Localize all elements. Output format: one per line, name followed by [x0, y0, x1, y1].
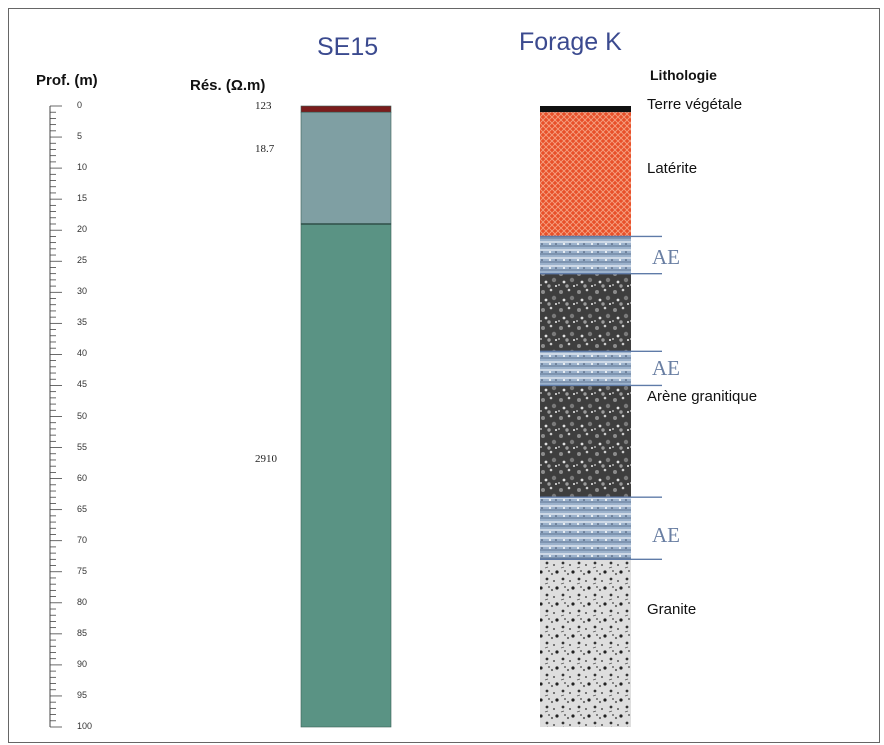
depth-tick-label: 65 — [77, 503, 88, 514]
lithology-layer — [540, 106, 631, 113]
depth-tick-label: 35 — [77, 317, 88, 328]
resistivity-layer — [300, 105, 392, 113]
depth-tick-label: 85 — [77, 627, 88, 638]
depth-tick-label: 0 — [77, 100, 83, 110]
depth-tick-label: 10 — [77, 162, 88, 173]
depth-tick-label: 45 — [77, 379, 88, 390]
resistivity-value: 2910 — [255, 453, 277, 466]
depth-tick-label: 25 — [77, 255, 88, 266]
depth-tick-label: 5 — [77, 131, 83, 142]
aquifer-label: AE — [652, 356, 680, 380]
resistivity-value: 123 — [255, 100, 272, 112]
depth-tick-label: 55 — [77, 441, 88, 452]
depth-tick-label: 100 — [77, 721, 93, 731]
depth-header: Prof. (m) — [36, 72, 98, 89]
depth-tick-label: 60 — [77, 472, 88, 483]
resistivity-value: 18.7 — [255, 143, 275, 156]
depth-tick-label: 75 — [77, 565, 88, 576]
lithology-header: Lithologie — [650, 67, 717, 83]
lithology-label: Granite — [647, 601, 697, 618]
borehole-title: Forage K — [519, 28, 622, 56]
lithology-label: Latérite — [647, 160, 698, 177]
depth-tick-label: 50 — [77, 410, 88, 421]
lithology-label: Arène granitique — [647, 388, 758, 405]
resistivity-layer — [300, 223, 392, 728]
resistivity-header: Rés. (Ω.m) — [190, 77, 266, 94]
aquifer-zone — [540, 236, 631, 274]
depth-tick-label: 40 — [77, 348, 88, 359]
depth-tick-label: 90 — [77, 658, 88, 669]
depth-tick-label: 80 — [77, 596, 88, 607]
lithology-label: Terre végétale — [647, 96, 743, 113]
resistivity-layer — [300, 111, 392, 225]
figure-frame — [8, 8, 880, 743]
aquifer-label: AE — [652, 245, 680, 269]
aquifer-zone — [540, 497, 631, 560]
aquifer-zone — [540, 351, 631, 386]
depth-tick-label: 30 — [77, 286, 88, 297]
sounding-title: SE15 — [317, 33, 379, 61]
depth-tick-label: 70 — [77, 534, 88, 545]
aquifer-label: AE — [652, 523, 680, 547]
lithology-layer — [540, 559, 631, 727]
depth-tick-label: 20 — [77, 224, 88, 235]
depth-tick-label: 15 — [77, 193, 88, 204]
lithology-layer — [540, 112, 631, 237]
depth-tick-label: 95 — [77, 689, 88, 700]
